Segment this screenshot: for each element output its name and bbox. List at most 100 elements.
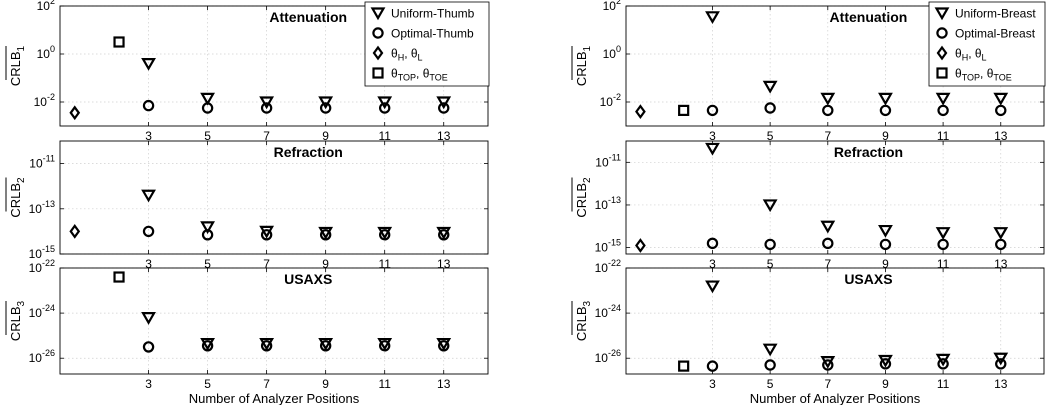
panel-title: Attenuation (830, 9, 908, 25)
y-tick-label: 100 (37, 44, 55, 61)
plot-area (60, 141, 488, 254)
data-point-triangle-down (141, 189, 156, 203)
x-tick-label: 7 (263, 377, 270, 391)
axes-frame (59, 140, 489, 255)
data-point-circle (378, 102, 391, 114)
legend-marker-circle (936, 27, 948, 39)
data-point-square (113, 36, 125, 48)
legend-label: θTOP, θTOE (955, 67, 1012, 83)
data-point-diamond (69, 105, 81, 121)
y-tick-label: 10-11 (595, 152, 621, 169)
data-point-circle (995, 358, 1007, 370)
y-tick-label: 10-2 (600, 92, 621, 109)
x-tick-label: 13 (994, 377, 1008, 391)
data-point-triangle-down (377, 96, 393, 110)
data-point-triangle-down (993, 352, 1009, 366)
x-tick-label: 7 (263, 257, 270, 271)
data-point-triangle-down (377, 226, 393, 240)
y-tick-label: 102 (603, 0, 621, 13)
data-point-diamond (635, 238, 646, 253)
panel-title: USAXS (844, 271, 892, 287)
legend-marker-triangle-down (370, 7, 386, 21)
y-axis-label: CRLB3 (574, 300, 593, 341)
data-point-triangle-down (993, 92, 1009, 106)
data-point-circle (378, 340, 391, 352)
legend-label: Uniform-Breast (955, 7, 1036, 21)
data-point-triangle-down (436, 96, 452, 110)
x-tick-label: 5 (767, 129, 774, 143)
y-tick-label: 10-13 (595, 195, 621, 212)
x-tick-label: 5 (204, 257, 211, 271)
data-point-circle (319, 229, 332, 241)
legend-label: Uniform-Thumb (391, 7, 475, 21)
x-tick-label: 13 (437, 377, 451, 391)
data-point-triangle-down (436, 226, 452, 240)
data-point-triangle-down (436, 337, 452, 351)
legend-marker-circle (372, 27, 384, 39)
legend-marker-diamond (936, 45, 948, 61)
data-point-triangle-down (762, 343, 778, 357)
y-tick-label: 10-26 (29, 348, 55, 365)
data-point-circle (706, 360, 719, 372)
legend-label: Optimal-Breast (955, 27, 1036, 41)
x-tick-label: 13 (437, 257, 451, 271)
axes-frame (625, 267, 1045, 375)
x-tick-label: 3 (709, 377, 716, 391)
data-point-circle (764, 102, 776, 114)
data-point-triangle-down (705, 142, 720, 156)
x-tick-label: 5 (767, 257, 774, 271)
legend-box (364, 1, 490, 87)
data-point-circle (706, 237, 719, 250)
data-point-circle (879, 358, 892, 370)
data-point-triangle-down (820, 220, 836, 234)
data-point-circle (260, 340, 273, 352)
data-point-triangle-down (318, 337, 334, 351)
data-point-diamond (635, 104, 646, 119)
data-point-circle (937, 238, 949, 251)
panel-title: Refraction (834, 144, 903, 160)
x-axis-label: Number of Analyzer Positions (189, 391, 360, 405)
data-point-circle (319, 102, 332, 114)
data-point-circle (142, 225, 155, 238)
y-axis-label: CRLB1 (8, 45, 27, 86)
data-point-triangle-down (935, 227, 951, 240)
data-point-circle (319, 340, 332, 352)
x-tick-label: 5 (204, 377, 211, 391)
x-tick-label: 9 (322, 377, 329, 391)
data-point-circle (438, 340, 450, 352)
y-tick-label: 10-22 (595, 258, 621, 275)
data-point-square (113, 271, 125, 283)
data-point-circle (201, 340, 214, 352)
data-point-triangle-down (259, 337, 275, 351)
y-tick-label: 102 (37, 0, 55, 13)
data-point-circle (822, 359, 834, 371)
x-tick-label: 11 (937, 257, 950, 271)
data-point-circle (822, 237, 834, 250)
legend-label: θH, θL (955, 47, 987, 63)
x-tick-label: 9 (322, 129, 329, 143)
legend-label: Optimal-Thumb (391, 27, 474, 41)
y-axis-label: CRLB2 (574, 177, 593, 218)
data-point-circle (706, 104, 719, 117)
data-point-triangle-down (878, 92, 893, 106)
y-tick-label: 10-15 (595, 238, 621, 255)
data-point-circle (822, 104, 834, 117)
data-point-circle (995, 104, 1007, 117)
panel-title: USAXS (284, 271, 332, 287)
data-point-triangle-down (705, 280, 720, 294)
data-point-circle (937, 358, 949, 370)
data-point-circle (378, 229, 391, 241)
y-tick-label: 100 (603, 44, 621, 61)
x-tick-label: 3 (145, 129, 152, 143)
y-tick-label: 10-24 (29, 303, 55, 320)
data-point-triangle-down (318, 96, 334, 110)
x-tick-label: 13 (994, 257, 1008, 271)
x-tick-label: 13 (437, 129, 451, 143)
x-tick-label: 7 (263, 129, 270, 143)
data-point-square (678, 360, 690, 372)
data-point-square (678, 104, 690, 117)
